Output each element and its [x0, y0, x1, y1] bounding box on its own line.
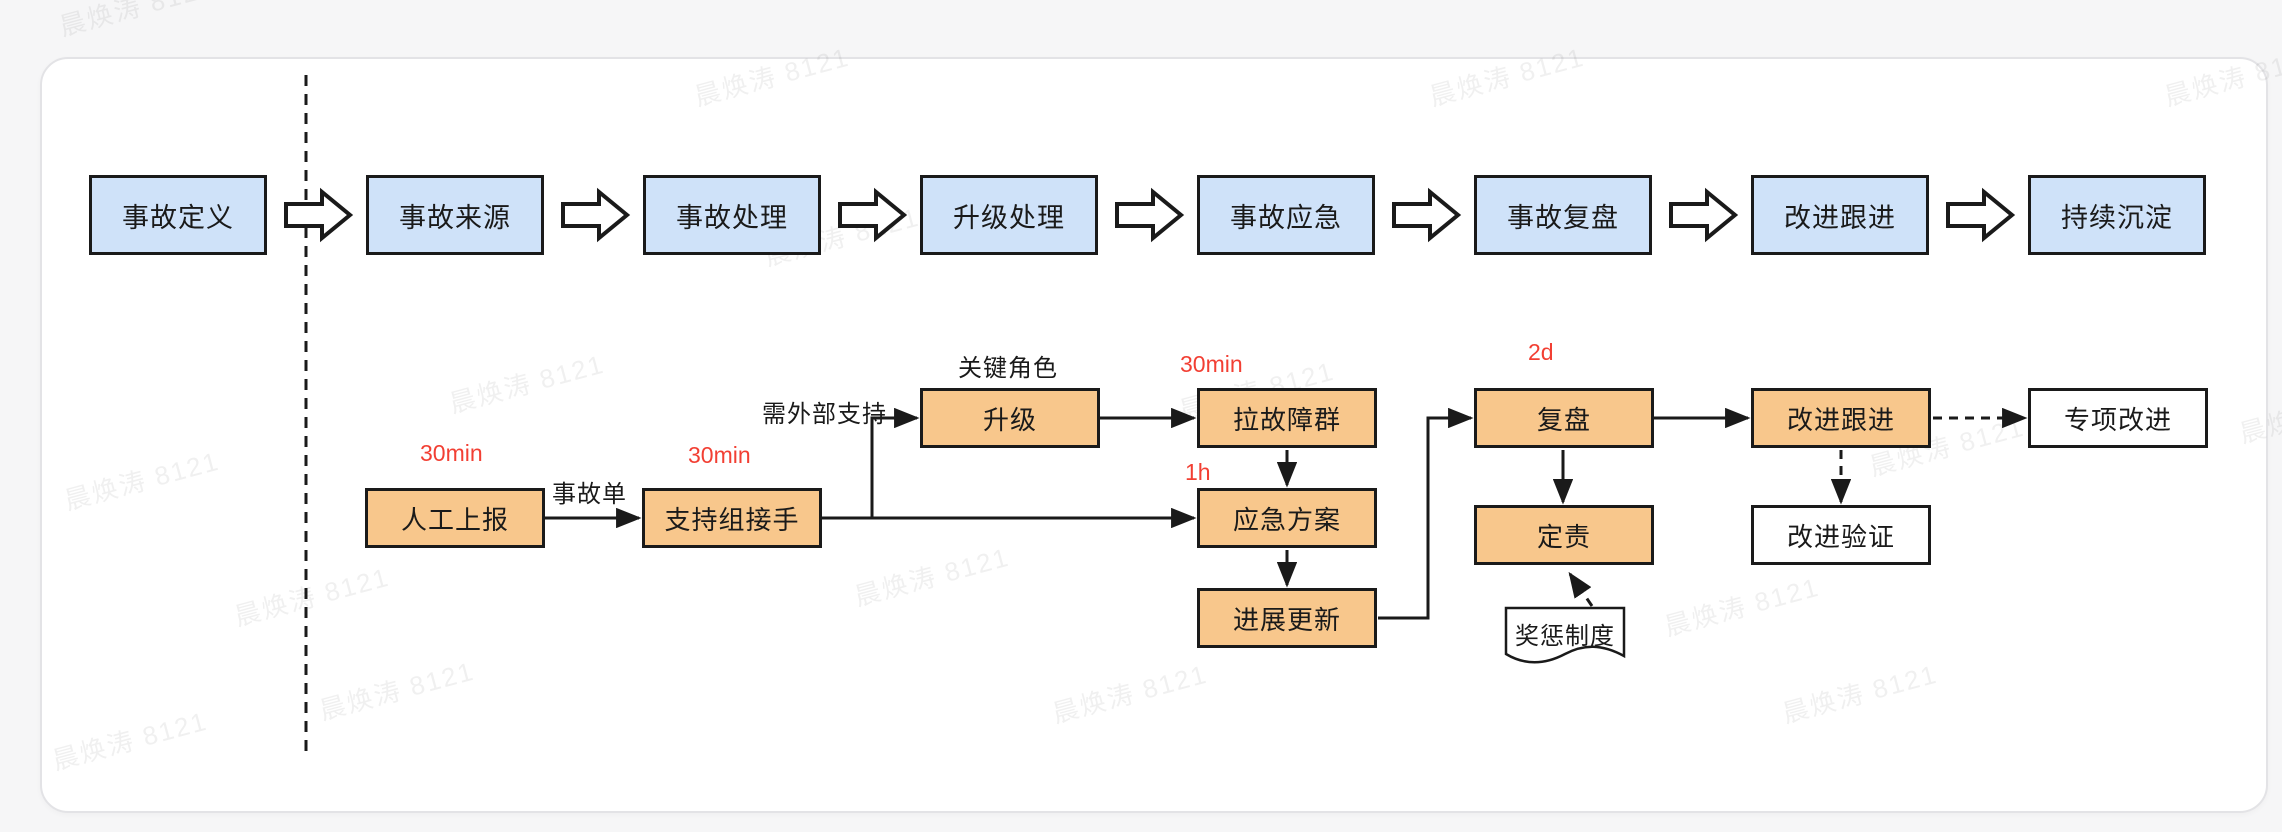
- block-arrow-icon: [1669, 187, 1739, 243]
- phase-box-incident-source: 事故来源: [366, 175, 544, 255]
- edge-label-incident-ticket: 事故单: [552, 481, 627, 508]
- edge-takeover-to-escalate: [870, 407, 920, 518]
- block-arrow-icon: [1392, 187, 1462, 243]
- timer-group-30min: 30min: [1180, 351, 1243, 377]
- block-arrow-icon: [561, 187, 631, 243]
- phase-box-incident-handling: 事故处理: [643, 175, 821, 255]
- document-shape: [1504, 606, 1626, 664]
- flow-box-emergency-plan: 应急方案: [1197, 488, 1377, 548]
- block-arrow-icon: [1115, 187, 1185, 243]
- phase-box-continuous-accumulation: 持续沉淀: [2028, 175, 2206, 255]
- edge-label-need-external-support: 需外部支持: [762, 401, 887, 428]
- flow-box-improvement-verification: 改进验证: [1751, 505, 1931, 565]
- phase-block-arrows: [284, 187, 2016, 243]
- phase-box-incident-review: 事故复盘: [1474, 175, 1652, 255]
- edge-update-to-review: [1378, 407, 1474, 620]
- solid-connectors: [545, 407, 1751, 620]
- timer-review-2d: 2d: [1528, 339, 1554, 365]
- timer-report-30min: 30min: [420, 440, 483, 466]
- flow-box-special-improvement: 专项改进: [2028, 388, 2208, 448]
- flow-box-escalate: 升级: [920, 388, 1100, 448]
- phase-box-improvement-followup: 改进跟进: [1751, 175, 1929, 255]
- phase-box-escalation-handling: 升级处理: [920, 175, 1098, 255]
- flow-box-support-takeover: 支持组接手: [642, 488, 822, 548]
- block-arrow-icon: [838, 187, 908, 243]
- flow-box-accountability: 定责: [1474, 505, 1654, 565]
- block-arrow-icon: [1946, 187, 2016, 243]
- timer-plan-1h: 1h: [1185, 459, 1211, 485]
- flow-box-review: 复盘: [1474, 388, 1654, 448]
- phase-box-incident-definition: 事故定义: [89, 175, 267, 255]
- edge-label-key-roles: 关键角色: [958, 355, 1058, 382]
- flow-box-manual-report: 人工上报: [365, 488, 545, 548]
- dashed-connectors: [1568, 407, 2028, 607]
- flow-box-progress-update: 进展更新: [1197, 588, 1377, 648]
- document-reward-punishment-system: 奖惩制度: [1515, 622, 1615, 650]
- phase-box-incident-response: 事故应急: [1197, 175, 1375, 255]
- edge-system-to-accountability: [1568, 571, 1594, 607]
- flow-box-create-incident-group: 拉故障群: [1197, 388, 1377, 448]
- flow-box-improvement-followup: 改进跟进: [1751, 388, 1931, 448]
- block-arrow-icon: [284, 187, 354, 243]
- timer-takeover-30min: 30min: [688, 442, 751, 468]
